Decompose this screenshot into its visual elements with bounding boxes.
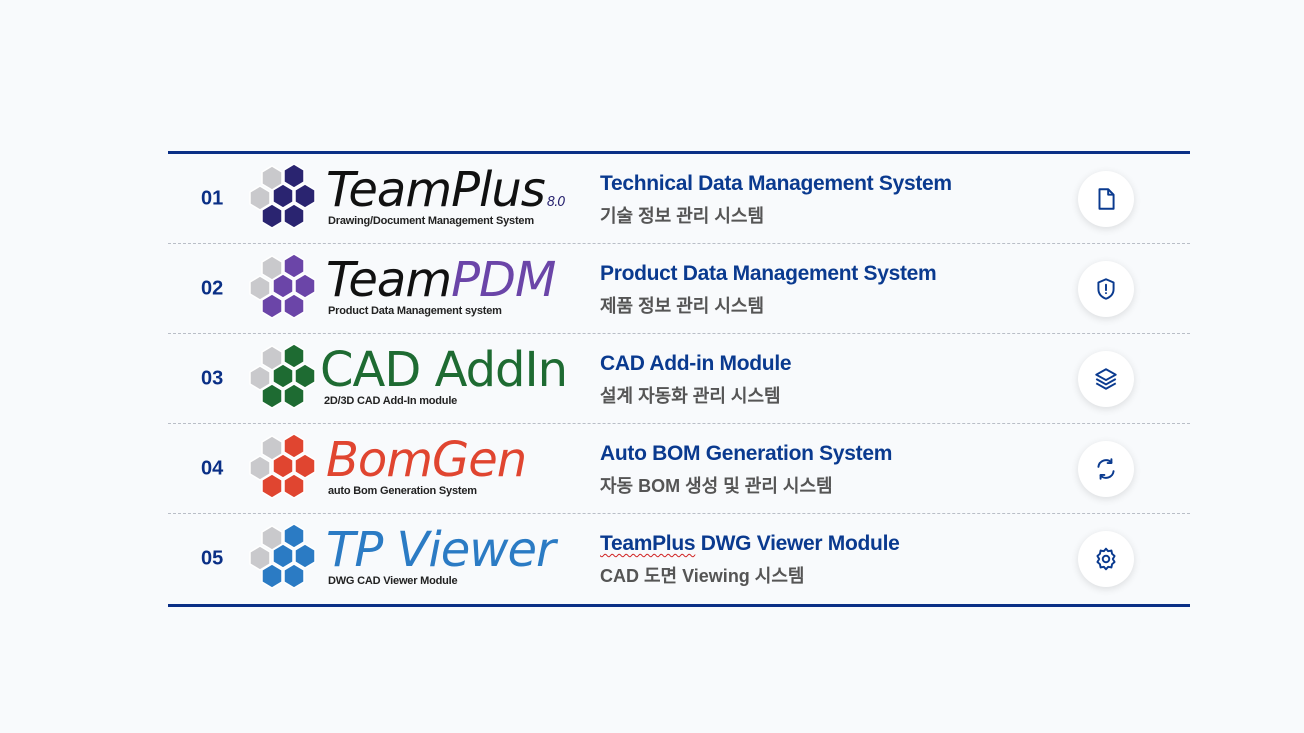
brand-tagline: 2D/3D CAD Add-In module <box>324 395 458 407</box>
product-title: Auto BOM Generation System <box>600 442 893 465</box>
gear-icon-button[interactable] <box>1078 531 1134 587</box>
product-row: 04 BomGen auto Bom Generation System Aut <box>168 424 1190 514</box>
product-logo: BomGen auto Bom Generation System <box>248 432 548 504</box>
document-icon-button[interactable] <box>1078 170 1134 227</box>
hexagon-cluster-icon <box>249 434 316 499</box>
product-title: Product Data Management System <box>600 262 937 285</box>
product-subtitle: 자동 BOM 생성 및 관리 시스템 <box>600 476 833 496</box>
product-row: 02 TeamPDM Product Data Management syste… <box>168 244 1190 334</box>
hexagon-cluster-icon <box>249 524 316 589</box>
product-subtitle: 설계 자동화 관리 시스템 <box>600 386 781 406</box>
hexagon-cluster-icon <box>249 164 316 229</box>
brand-name: BomGen <box>326 432 527 488</box>
hexagon-cluster-icon <box>249 254 316 319</box>
layers-icon <box>1095 367 1117 390</box>
layers-icon-button[interactable] <box>1078 350 1134 407</box>
document-icon <box>1098 187 1115 210</box>
brand-tagline: Drawing/Document Management System <box>328 215 534 227</box>
product-title: CAD Add-in Module <box>600 352 792 375</box>
brand-name: TP Viewer <box>326 522 556 578</box>
shield-icon-button[interactable] <box>1078 260 1134 317</box>
product-subtitle: 기술 정보 관리 시스템 <box>600 206 765 226</box>
product-description: TeamPlus DWG Viewer Module CAD 도면 Viewin… <box>600 532 900 588</box>
row-number: 03 <box>201 367 224 389</box>
brand-tagline: Product Data Management system <box>328 305 502 317</box>
product-title: Technical Data Management System <box>600 172 952 195</box>
product-row: 03 CAD AddIn 2D/3D CAD Add-In module CAD <box>168 334 1190 424</box>
product-description: CAD Add-in Module 설계 자동화 관리 시스템 <box>600 352 792 408</box>
refresh-icon <box>1097 457 1115 480</box>
product-subtitle: 제품 정보 관리 시스템 <box>600 296 765 316</box>
row-number: 05 <box>201 547 224 570</box>
brand-tagline: auto Bom Generation System <box>328 485 477 497</box>
refresh-icon-button[interactable] <box>1078 440 1134 497</box>
hexagon-cluster-icon <box>249 344 316 409</box>
shield-icon <box>1097 277 1115 300</box>
product-logo: TeamPDM Product Data Management system <box>248 252 556 324</box>
product-description: Technical Data Management System 기술 정보 관… <box>600 172 952 228</box>
product-subtitle: CAD 도면 Viewing 시스템 <box>600 566 805 586</box>
product-logo: CAD AddIn 2D/3D CAD Add-In module <box>248 342 568 414</box>
product-description: Auto BOM Generation System 자동 BOM 생성 및 관… <box>600 442 892 498</box>
product-title: TeamPlus DWG Viewer Module <box>600 532 900 555</box>
gear-icon <box>1096 547 1116 571</box>
row-number: 01 <box>201 187 224 209</box>
row-number: 04 <box>201 457 224 479</box>
brand-name: TeamPDM <box>326 252 556 308</box>
brand-name: CAD AddIn <box>320 342 568 398</box>
brand-tagline: DWG CAD Viewer Module <box>328 575 458 587</box>
product-logo: TP Viewer DWG CAD Viewer Module <box>248 522 556 594</box>
product-row: 05 TP Viewer DWG CAD Viewer Module TeamP <box>168 514 1190 604</box>
product-description: Product Data Management System 제품 정보 관리 … <box>600 262 937 318</box>
row-number: 02 <box>201 277 224 299</box>
